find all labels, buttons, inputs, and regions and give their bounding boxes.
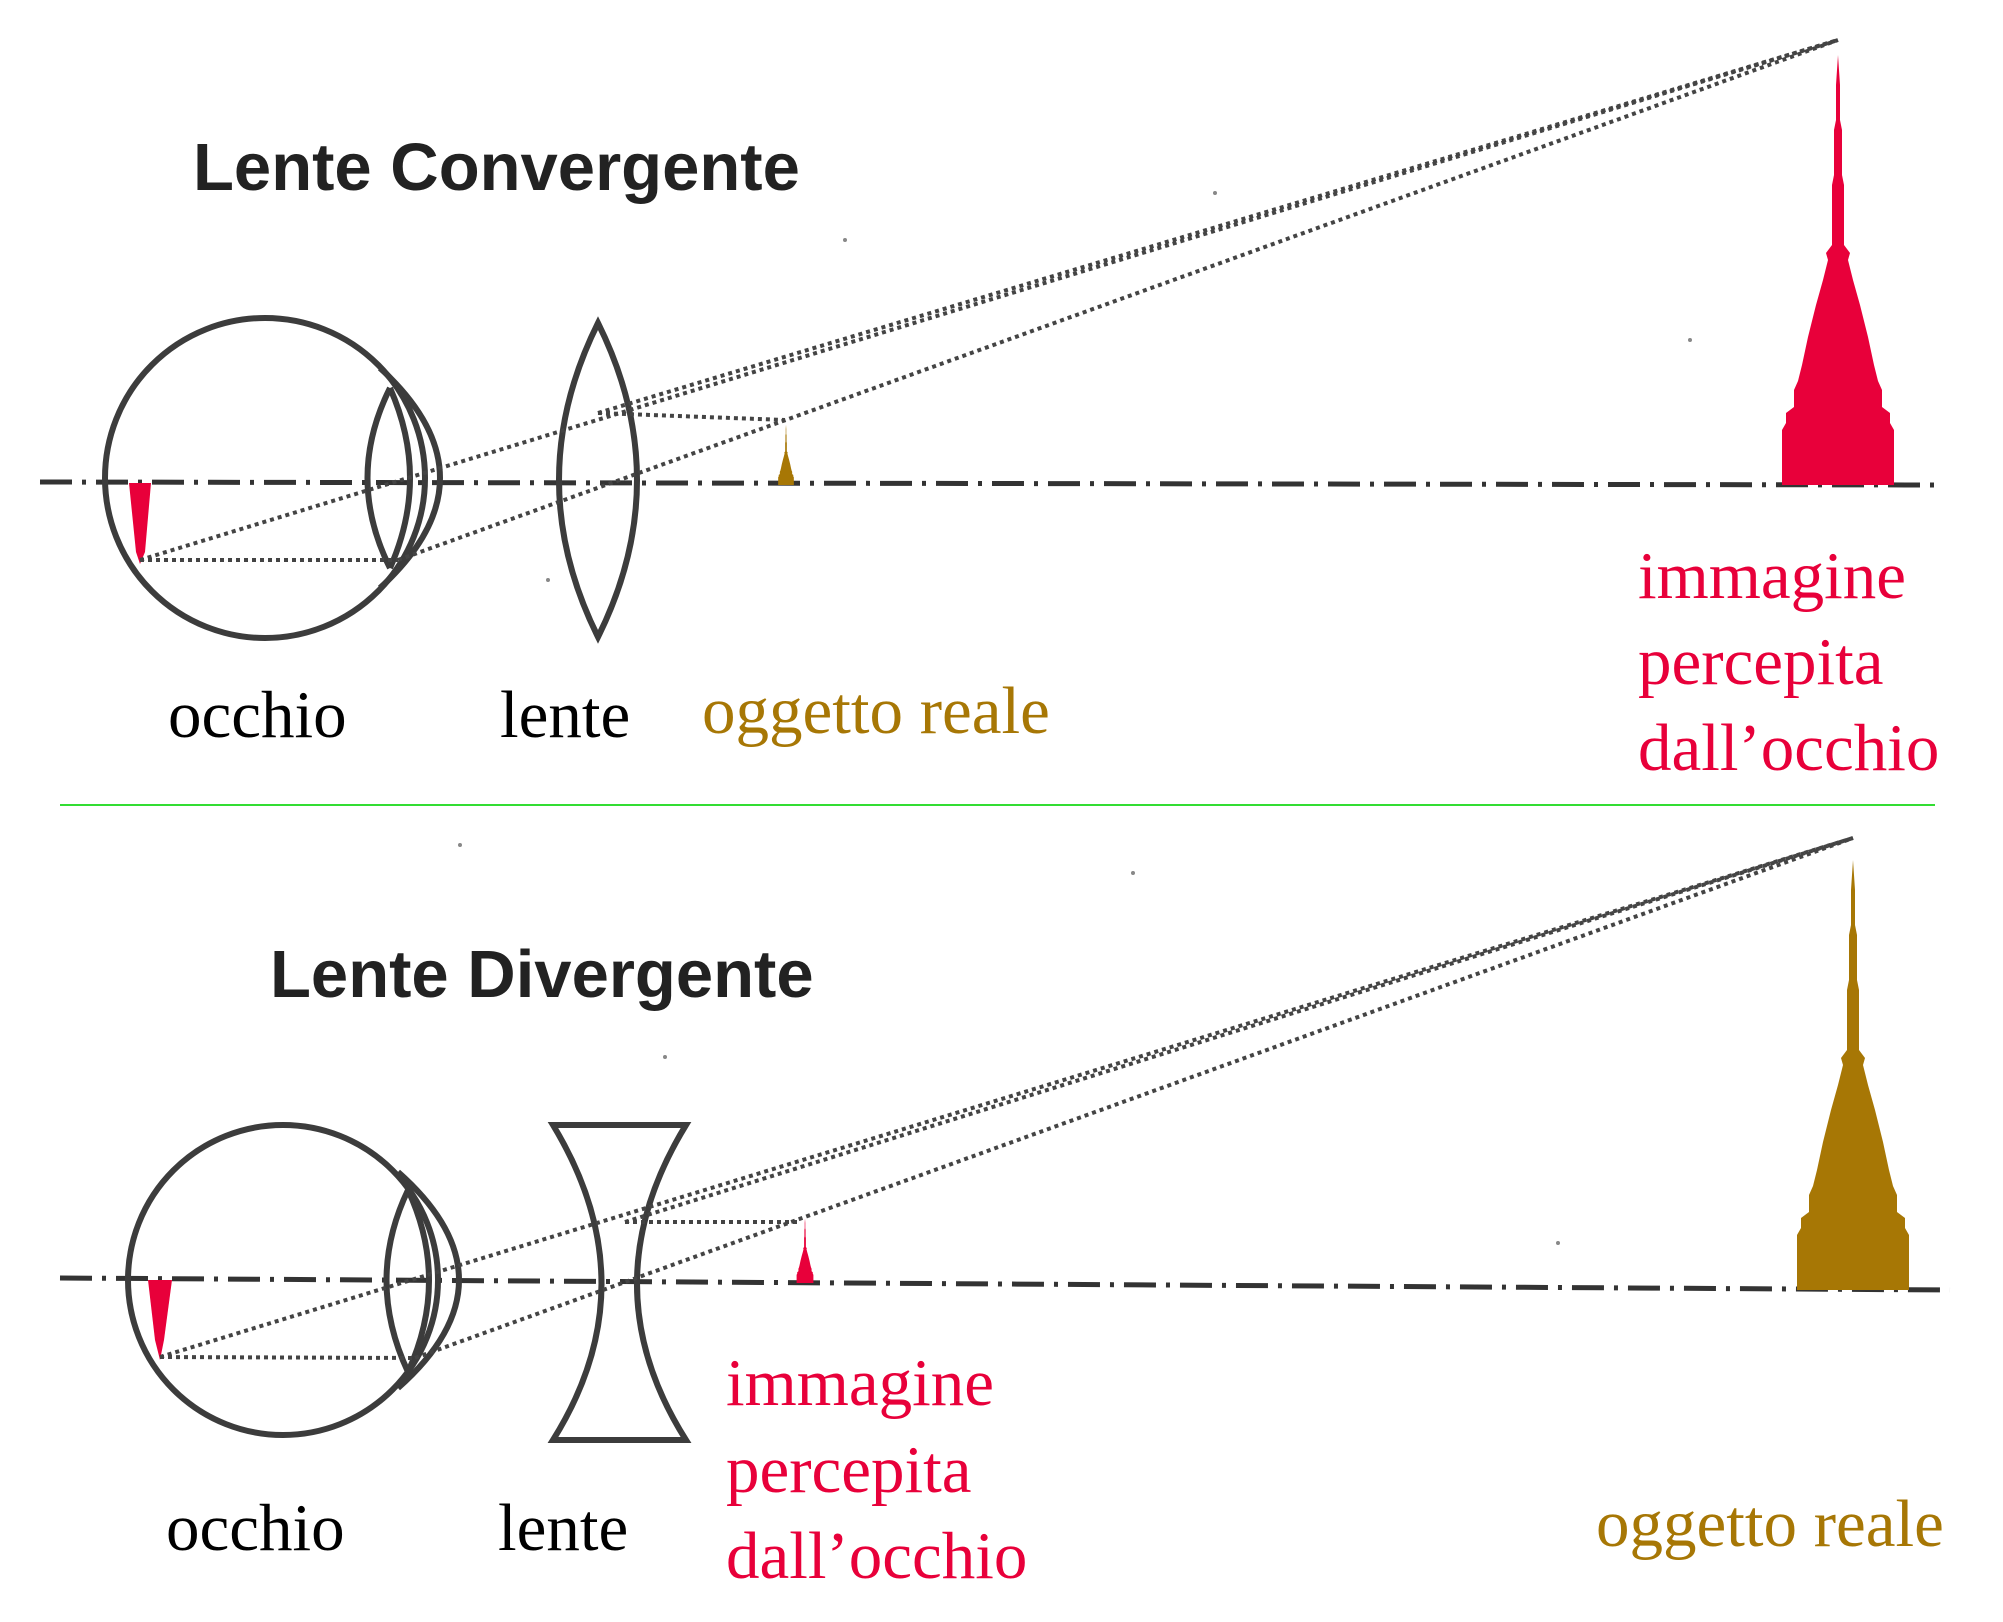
converging-object-label: oggetto reale (702, 674, 1050, 748)
diverging-eye-label: occhio (166, 1491, 345, 1565)
diverging-eyeball (125, 1122, 441, 1438)
converging-rays (139, 38, 1839, 562)
converging-eyeball (102, 315, 428, 641)
scan-specks (458, 191, 1692, 1245)
converging-image-label-line-3: dall’occhio (1638, 711, 1939, 785)
diverging-image-label-line-1: immagine (726, 1346, 994, 1420)
diverging-retina-image (148, 1280, 172, 1360)
diverging-image-label: immagine percepita dall’occhio (726, 1346, 1027, 1593)
converging-eye (102, 315, 443, 641)
converging-cornea (377, 365, 443, 591)
converging-image-label-line-2: percepita (1638, 625, 1884, 699)
diverging-rays (159, 836, 1854, 1360)
diverging-object-label: oggetto reale (1596, 1487, 1944, 1561)
converging-eye-label: occhio (168, 678, 347, 752)
converging-eye-lens-left (364, 386, 393, 570)
converging-title: Lente Convergente (193, 130, 800, 205)
diverging-lens (547, 1122, 692, 1443)
converging-lens (556, 316, 640, 644)
converging-lens-label: lente (500, 678, 630, 752)
diverging-eye-lens-left (383, 1188, 411, 1374)
diverging-section: Lente Divergente occhio lente (59, 836, 1951, 1593)
diverging-eye (125, 1122, 462, 1438)
converging-retina-image (129, 483, 151, 564)
converging-real-object (778, 424, 794, 485)
diverging-eye-lens-right (405, 1188, 432, 1374)
diverging-image-label-line-3: dall’occhio (726, 1519, 1027, 1593)
diverging-image-label-line-2: percepita (726, 1433, 972, 1507)
diverging-lens-label: lente (498, 1491, 628, 1565)
diverging-perceived-image (796, 1218, 814, 1283)
converging-image-label: immagine percepita dall’occhio (1638, 539, 1939, 785)
diverging-optical-axis (59, 1275, 1951, 1293)
converging-perceived-image (1782, 55, 1894, 485)
converging-section: Lente Convergente occhio lente ogget (39, 38, 1939, 785)
converging-eye-lens-right (387, 386, 413, 570)
converging-image-label-line-1: immagine (1638, 539, 1906, 613)
diverging-cornea (396, 1169, 462, 1391)
diverging-title: Lente Divergente (270, 937, 814, 1012)
diverging-real-object (1797, 860, 1909, 1290)
converging-optical-axis (39, 479, 1936, 488)
